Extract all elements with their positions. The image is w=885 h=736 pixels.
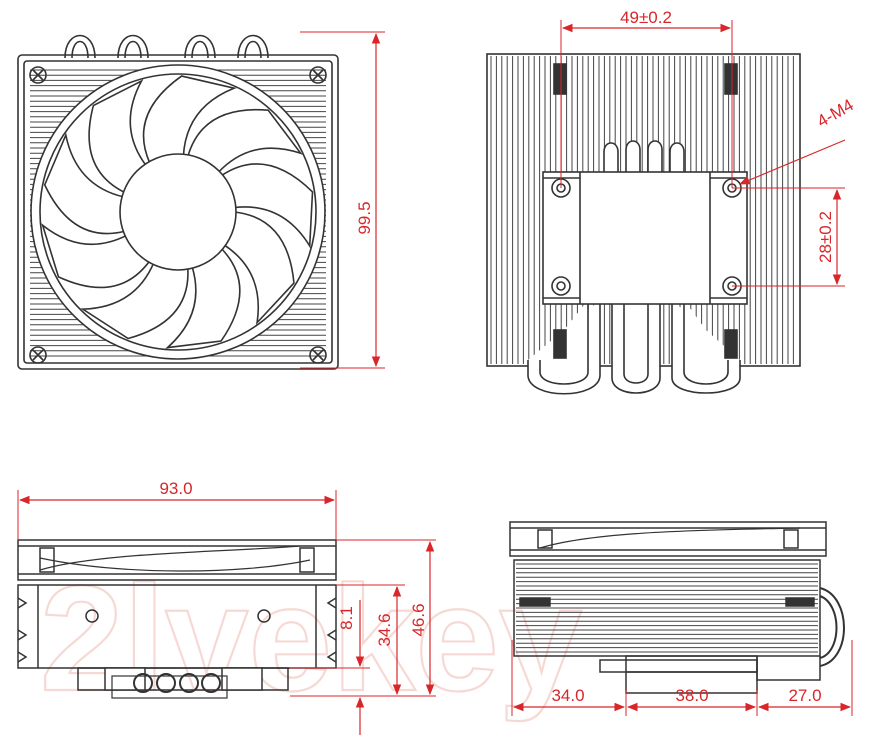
dim-label-49: 49±0.2 <box>620 8 672 27</box>
base-plate <box>542 171 748 305</box>
bottom-view <box>486 53 801 395</box>
mount-clips <box>553 63 738 359</box>
fan-top-view <box>17 34 339 370</box>
fan-blade <box>142 75 237 165</box>
dim-heights <box>290 539 436 735</box>
base-lateral <box>625 655 758 694</box>
dim-side-width <box>17 490 337 540</box>
fan-blades <box>41 75 314 349</box>
fan-blade <box>165 246 241 349</box>
fan-blade <box>80 261 189 340</box>
dim-label-8-1: 8.1 <box>337 606 356 630</box>
dim-label-38-0: 38.0 <box>675 686 708 705</box>
fan-blade <box>186 108 303 174</box>
dim-label-4-m4: 4-M4 <box>814 95 857 131</box>
dim-label-27-0: 27.0 <box>788 686 821 705</box>
dim-label-34-6: 34.6 <box>375 613 394 646</box>
dim-top-height: 99.5 <box>300 31 385 369</box>
dim-label-99-5: 99.5 <box>355 201 374 234</box>
lateral-fins <box>516 563 818 653</box>
pipe-tips <box>603 140 685 175</box>
frame-screws <box>29 66 327 364</box>
dim-label-34-0: 34.0 <box>551 686 584 705</box>
watermark-text: 2lvekey <box>40 554 582 722</box>
fan-frame <box>17 54 339 370</box>
top-heatpipes <box>64 34 269 59</box>
fan-blade <box>41 222 152 289</box>
dim-label-46-6: 46.6 <box>409 603 428 636</box>
dim-hole-y <box>732 187 845 287</box>
fan-blade <box>219 163 314 249</box>
front-side-view <box>17 539 337 699</box>
fan-side <box>17 539 337 581</box>
dim-label-28: 28±0.2 <box>816 211 835 263</box>
fan-lateral <box>509 521 827 557</box>
front-edge-notches <box>17 597 337 663</box>
dim-screw-leader <box>739 139 846 185</box>
dim-hole-x <box>560 20 733 188</box>
lateral-side-view <box>509 521 845 694</box>
fan-blade <box>43 132 127 235</box>
fan-hub <box>119 153 237 271</box>
dim-offsets <box>511 640 853 716</box>
front-pipe-ends <box>133 673 221 693</box>
dim-label-93: 93.0 <box>159 479 192 498</box>
fan-blade <box>222 211 295 326</box>
fan-blade <box>88 79 148 194</box>
